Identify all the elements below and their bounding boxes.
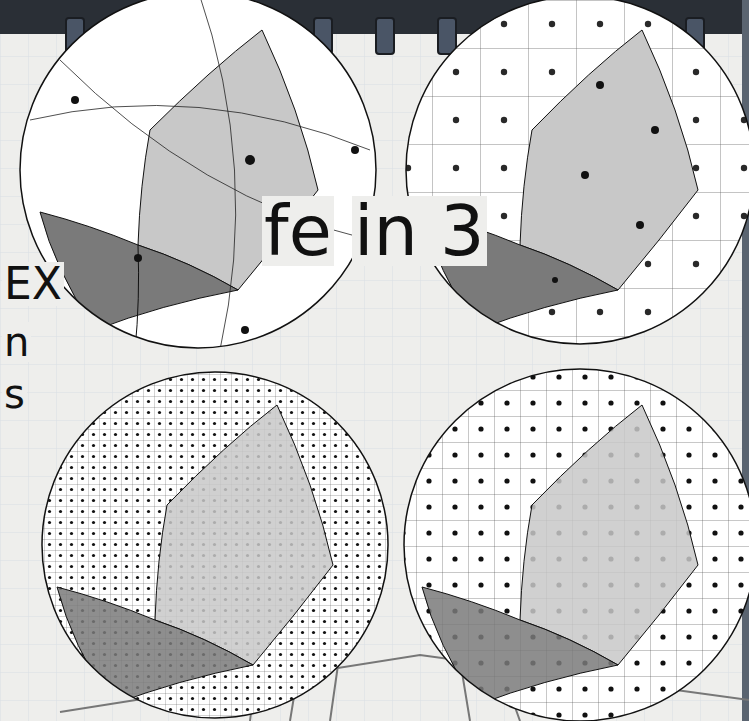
title-fragment: n [2, 322, 31, 362]
title-fragment: EX [2, 262, 64, 306]
title-fragment: fe [262, 196, 334, 266]
title-fragment: s [2, 374, 27, 414]
title-fragment: in 3 [352, 196, 487, 266]
